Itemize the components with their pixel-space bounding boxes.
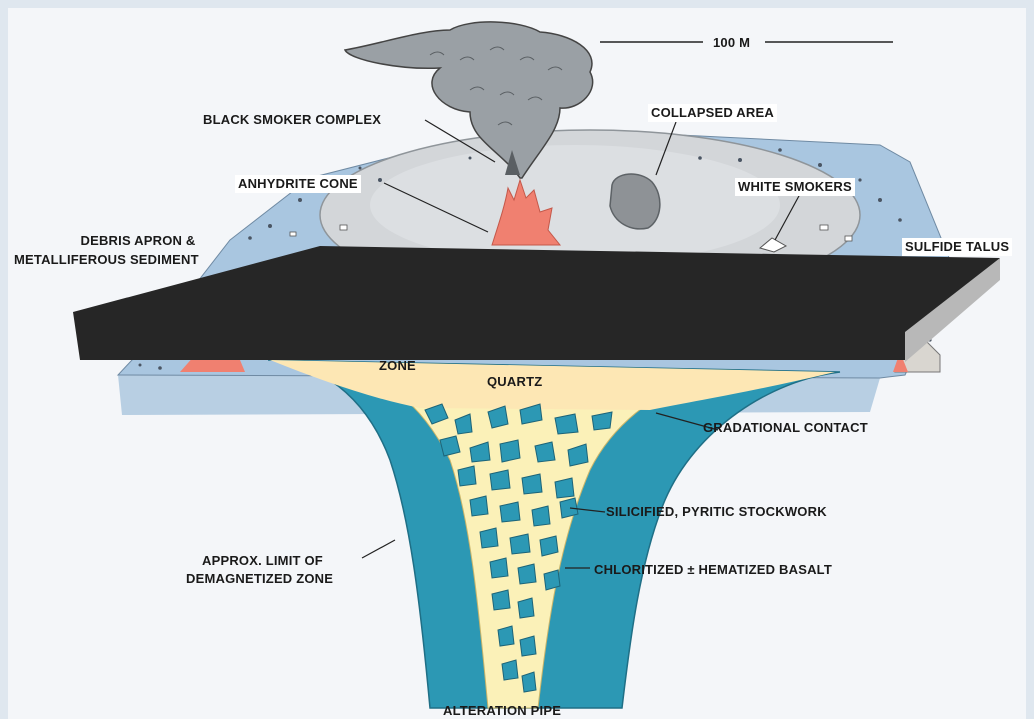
- collapsed-area-pit: [610, 174, 660, 229]
- label-gradational-contact: GRADATIONAL CONTACT: [703, 420, 868, 436]
- label-white-smokers: WHITE SMOKERS: [735, 178, 855, 196]
- label-sulfide-talus: SULFIDE TALUS: [902, 238, 1012, 256]
- label-black-smoker-complex: BLACK SMOKER COMPLEX: [203, 112, 381, 128]
- label-quartz: QUARTZ: [487, 374, 542, 390]
- label-debris-apron-line2: METALLIFEROUS SEDIMENT: [14, 252, 199, 268]
- label-demag-line1: APPROX. LIMIT OF: [202, 553, 323, 569]
- label-demag-line2: DEMAGNETIZED ZONE: [186, 571, 333, 587]
- label-chloritized-basalt: CHLORITIZED ± HEMATIZED BASALT: [594, 562, 832, 578]
- label-silicified-stockwork: SILICIFIED, PYRITIC STOCKWORK: [606, 504, 827, 520]
- label-debris-apron-line1: DEBRIS APRON &: [14, 233, 262, 249]
- scale-label: 100 M: [713, 35, 750, 51]
- label-alteration-pipe: ALTERATION PIPE: [443, 703, 561, 719]
- label-anhydrite-cone: ANHYDRITE CONE: [235, 175, 361, 193]
- label-collapsed-area: COLLAPSED AREA: [648, 104, 777, 122]
- label-zone-partial: ZONE: [379, 358, 416, 374]
